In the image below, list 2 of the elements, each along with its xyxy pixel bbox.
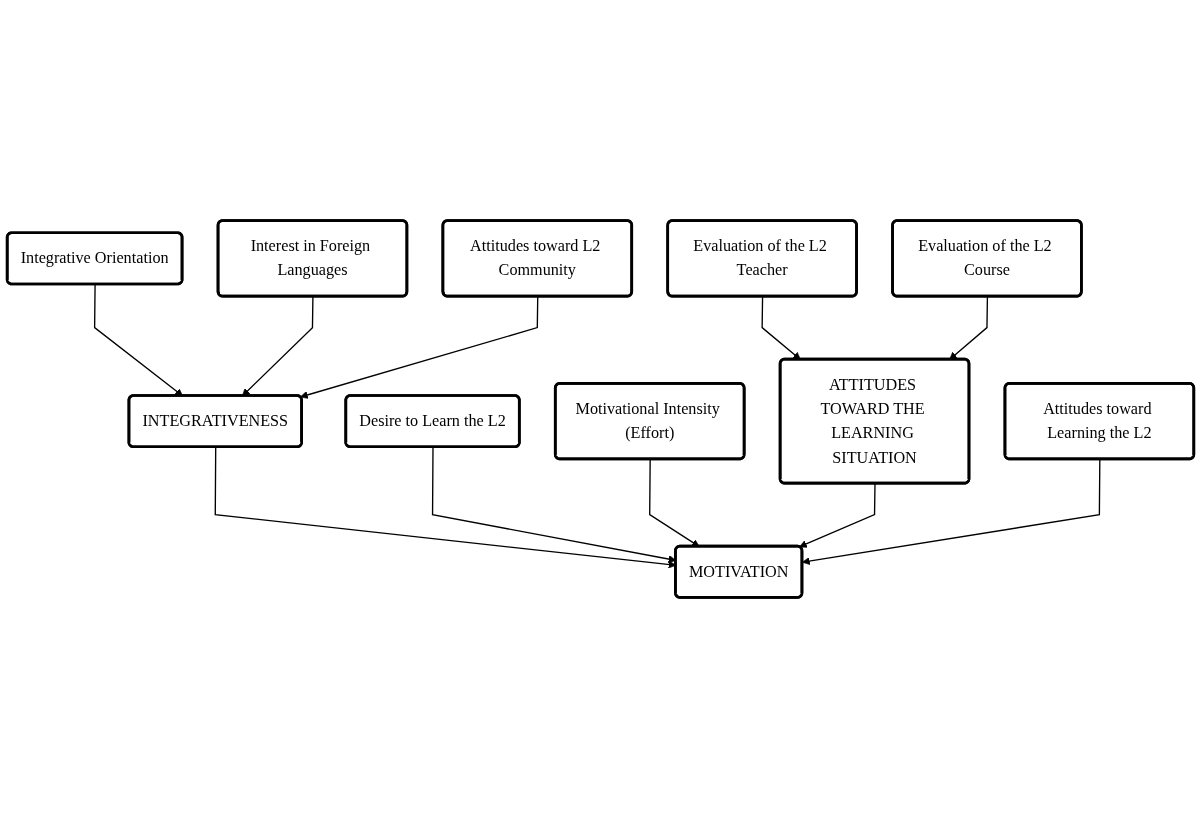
arrow [802,458,1101,565]
arrow [649,458,700,547]
